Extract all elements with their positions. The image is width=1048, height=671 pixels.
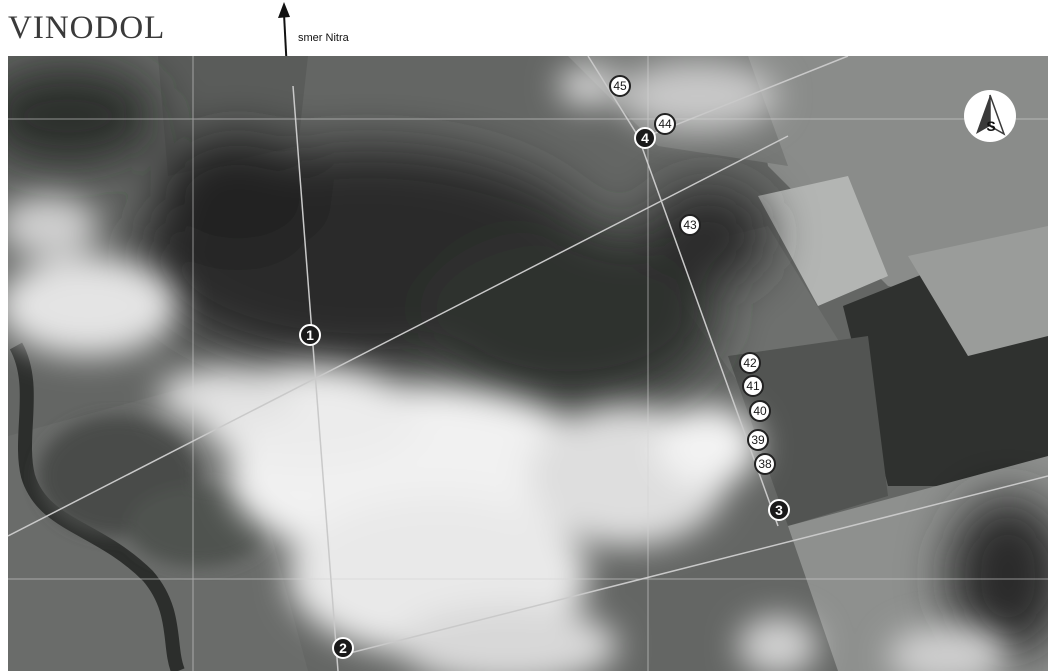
compass-letter: S <box>986 118 996 134</box>
point-marker-41[interactable]: 41 <box>742 375 764 397</box>
point-marker-38[interactable]: 38 <box>754 453 776 475</box>
point-marker-40[interactable]: 40 <box>749 400 771 422</box>
stop-marker-3[interactable]: 3 <box>768 499 790 521</box>
aerial-photo <box>8 56 1048 671</box>
point-marker-42[interactable]: 42 <box>739 352 761 374</box>
stop-marker-4[interactable]: 4 <box>634 127 656 149</box>
map-title: VINODOL <box>8 10 166 46</box>
aerial-map[interactable]: S 1 2 3 4 38 39 40 41 42 43 44 45 <box>8 56 1048 671</box>
compass-arrow-icon <box>976 94 1006 136</box>
stop-marker-2[interactable]: 2 <box>332 637 354 659</box>
direction-label: smer Nitra <box>298 32 349 44</box>
stop-marker-1[interactable]: 1 <box>299 324 321 346</box>
point-marker-44[interactable]: 44 <box>654 113 676 135</box>
point-marker-39[interactable]: 39 <box>747 429 769 451</box>
point-marker-45[interactable]: 45 <box>609 75 631 97</box>
point-marker-43[interactable]: 43 <box>679 214 701 236</box>
compass: S <box>964 90 1016 142</box>
